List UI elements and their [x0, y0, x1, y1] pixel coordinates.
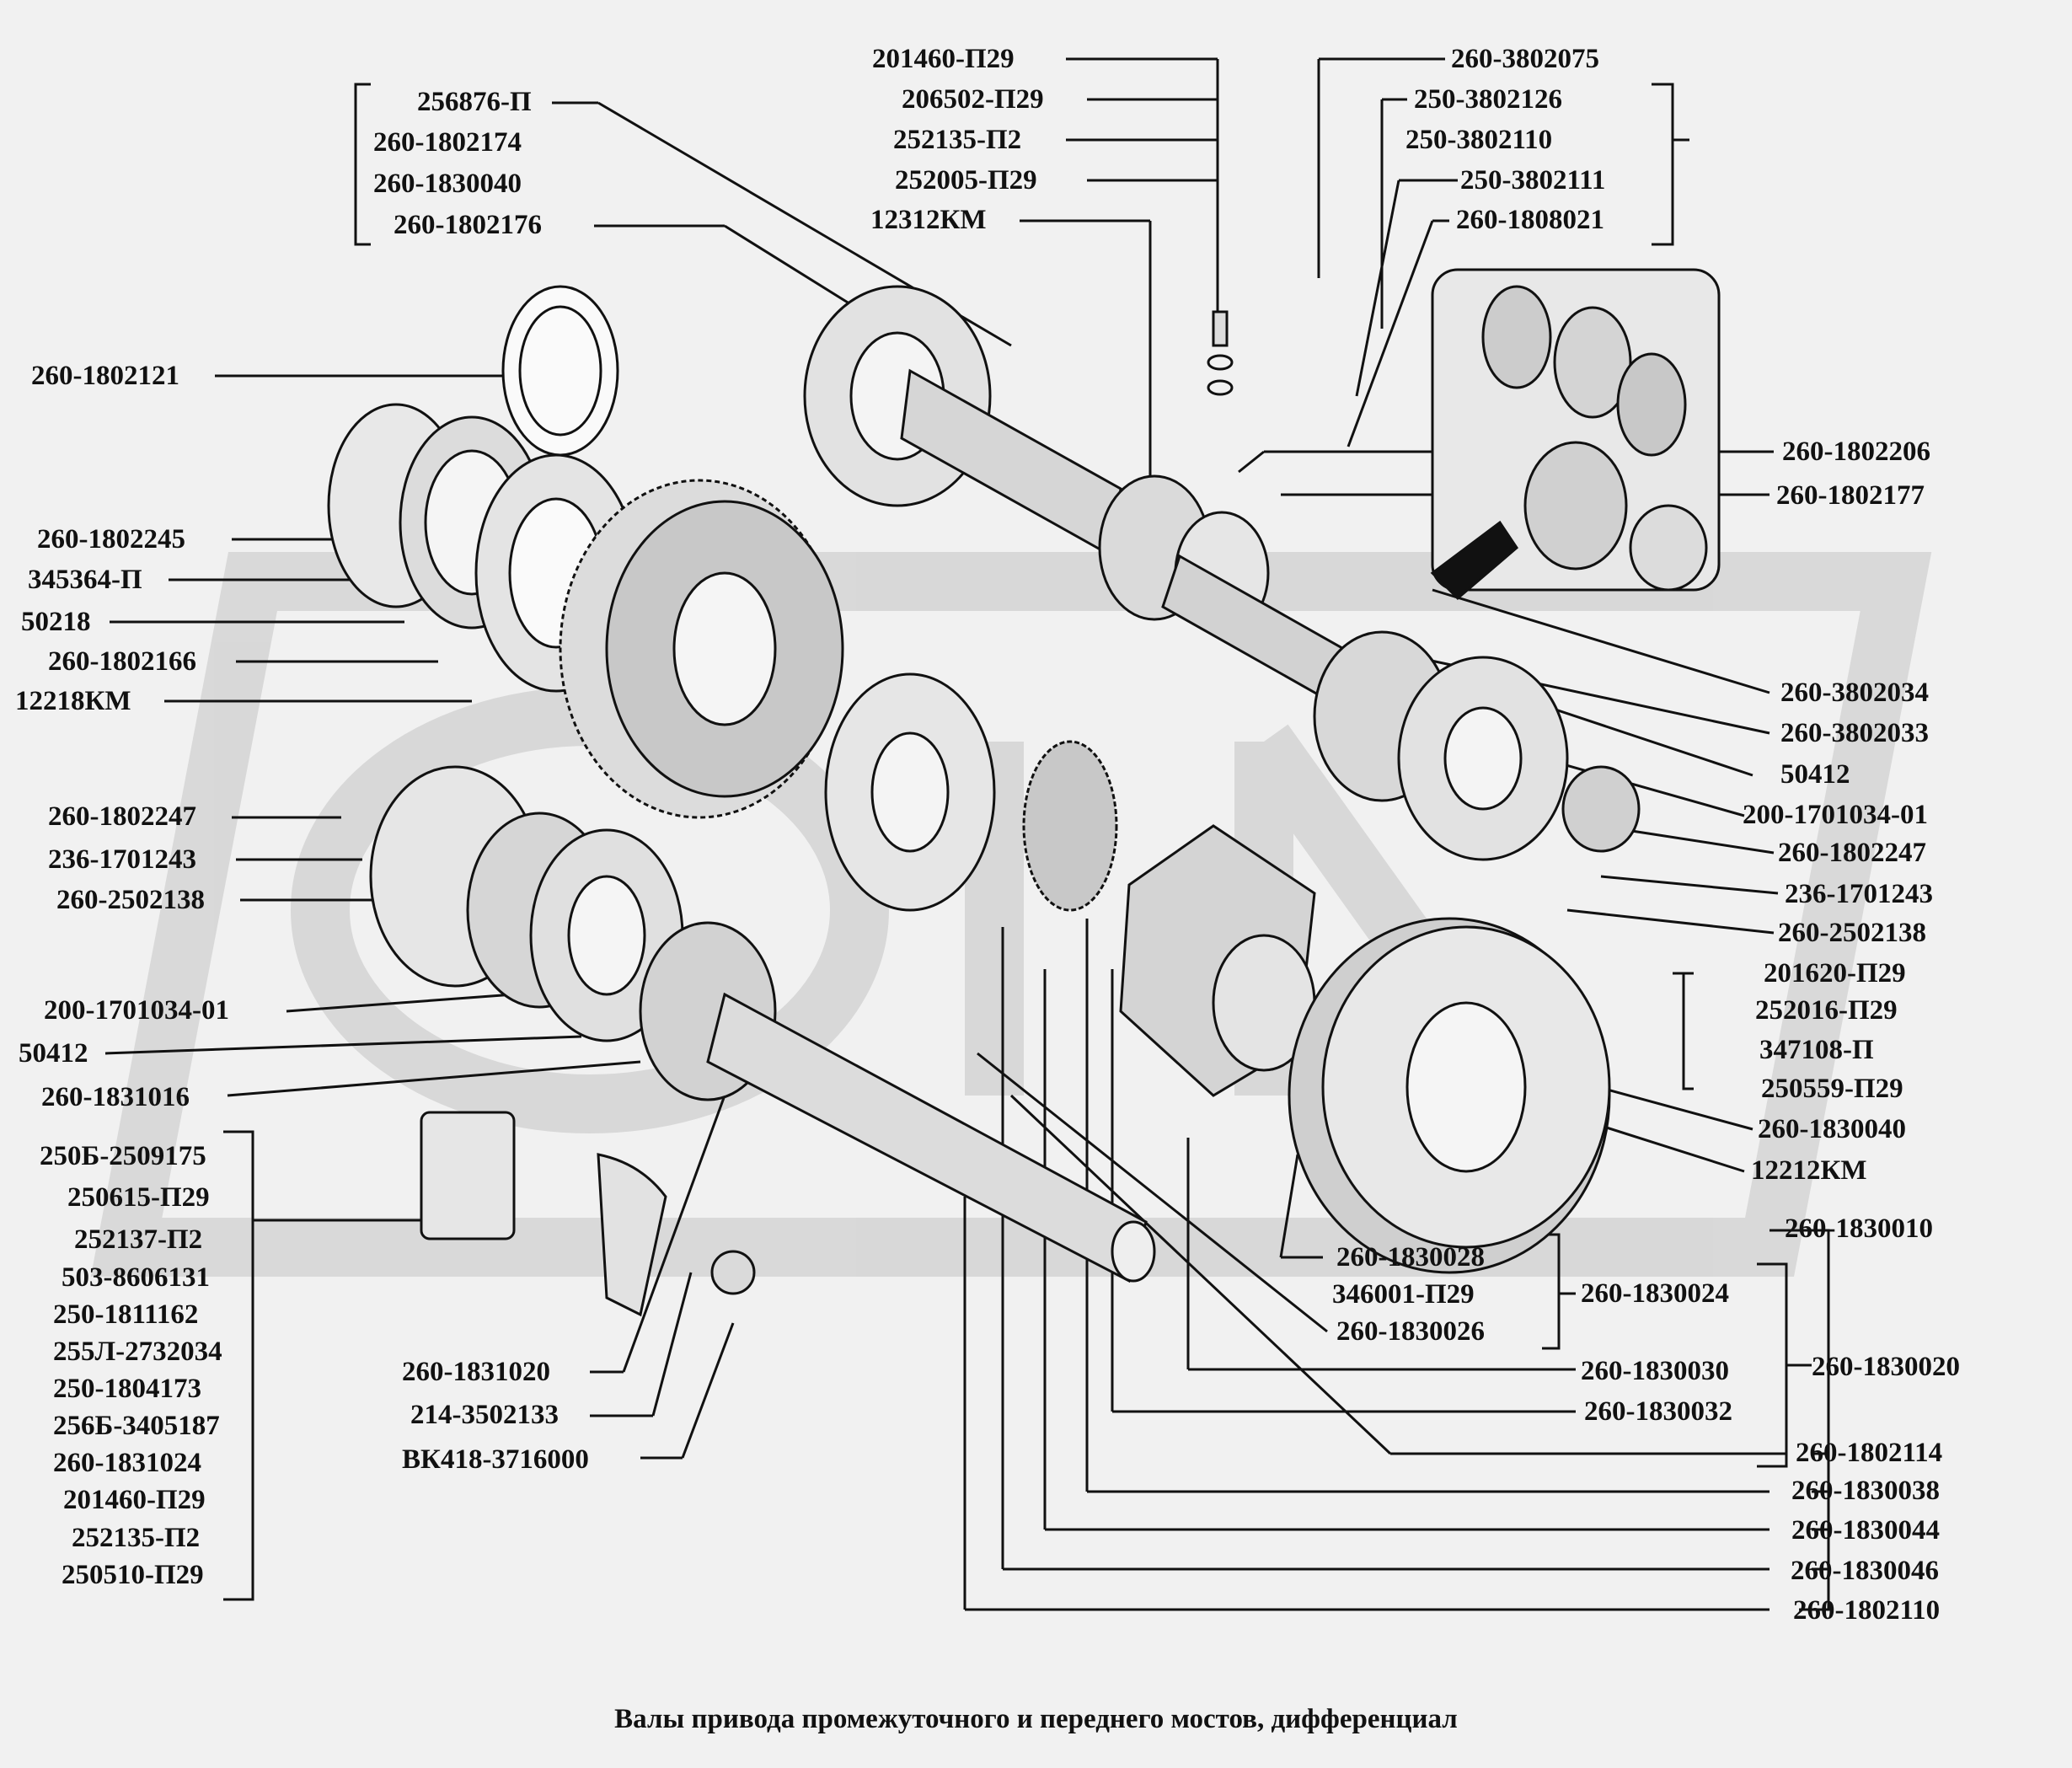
label-1830040-top: 260-1830040: [373, 169, 522, 199]
label-200-right: 200-1701034-01: [1743, 800, 1928, 830]
cover-plate: [420, 1111, 516, 1240]
label-1802177: 260-1802177: [1776, 480, 1925, 511]
list-item: 250-1811162: [53, 1299, 199, 1330]
shift-fork: [597, 1153, 667, 1317]
label-1830040-right: 260-1830040: [1758, 1114, 1906, 1144]
label-12312km: 12312КМ: [870, 205, 987, 235]
label-250559: 250559-П29: [1761, 1074, 1903, 1104]
label-1802206: 260-1802206: [1782, 437, 1930, 467]
label-50412-right: 50412: [1780, 759, 1850, 790]
list-item: 250510-П29: [62, 1560, 204, 1590]
label-50218: 50218: [21, 607, 91, 637]
label-3802033: 260-3802033: [1780, 718, 1929, 748]
label-1831016: 260-1831016: [41, 1082, 190, 1112]
label-3802111: 250-3802111: [1460, 165, 1606, 196]
label-3802110: 250-3802110: [1405, 125, 1553, 155]
label-1808021: 260-1808021: [1456, 205, 1604, 235]
label-1802247-right: 260-1802247: [1778, 838, 1926, 868]
label-1802166: 260-1802166: [48, 646, 196, 677]
list-item: 250615-П29: [67, 1182, 210, 1213]
list-item: 252137-П2: [74, 1224, 203, 1255]
label-1802114: 260-1802114: [1796, 1438, 1943, 1468]
diagram-caption: Валы привода промежуточного и переднего …: [614, 1704, 1458, 1734]
label-1802121: 260-1802121: [31, 361, 179, 391]
label-236-right: 236-1701243: [1785, 879, 1933, 909]
label-3802034: 260-3802034: [1780, 678, 1929, 708]
switch: [710, 1250, 756, 1295]
label-1802174: 260-1802174: [373, 127, 522, 158]
parts-drawing: [327, 268, 1721, 1317]
label-236-left: 236-1701243: [48, 844, 196, 875]
label-214: 214-3502133: [410, 1400, 559, 1430]
list-item: 260-1831024: [53, 1448, 201, 1478]
list-item: 250Б-2509175: [40, 1141, 206, 1171]
label-200-left: 200-1701034-01: [44, 995, 229, 1026]
label-2502138-left: 260-2502138: [56, 885, 205, 915]
label-1802110: 260-1802110: [1793, 1595, 1941, 1626]
list-item: 201460-П29: [63, 1485, 206, 1515]
label-206502: 206502-П29: [902, 84, 1044, 115]
label-252135-top: 252135-П2: [893, 125, 1022, 155]
list-item: 252135-П2: [72, 1523, 201, 1553]
arrow-icon: [1430, 520, 1518, 601]
label-1802247-left: 260-1802247: [48, 801, 196, 832]
label-252016: 252016-П29: [1755, 995, 1898, 1026]
gearbox-inset: [1431, 268, 1721, 592]
label-252005: 252005-П29: [895, 165, 1037, 196]
list-item: 255Л-2732034: [53, 1337, 222, 1367]
label-256876: 256876-П: [417, 87, 532, 117]
label-3802075: 260-3802075: [1451, 44, 1599, 74]
label-1830046: 260-1830046: [1791, 1556, 1939, 1586]
list-item: 256Б-3405187: [53, 1411, 220, 1441]
label-vk418: ВК418-3716000: [402, 1444, 589, 1475]
label-347108: 347108-П: [1759, 1035, 1874, 1065]
list-item: 503-8606131: [62, 1262, 210, 1293]
label-201620: 201620-П29: [1764, 958, 1906, 988]
label-1830030: 260-1830030: [1581, 1356, 1729, 1386]
label-1830044: 260-1830044: [1791, 1515, 1940, 1546]
label-1830010: 260-1830010: [1785, 1213, 1933, 1244]
list-item: 250-1804173: [53, 1374, 201, 1404]
label-12212km: 12212КМ: [1751, 1155, 1867, 1186]
label-50412-left: 50412: [19, 1038, 88, 1069]
label-1830020: 260-1830020: [1812, 1352, 1960, 1382]
label-3802126: 250-3802126: [1414, 84, 1562, 115]
label-201460-top: 201460-П29: [872, 44, 1015, 74]
label-1802176: 260-1802176: [394, 210, 542, 240]
label-345364: 345364-П: [28, 565, 142, 595]
label-1830024: 260-1830024: [1581, 1278, 1729, 1309]
label-2502138-right: 260-2502138: [1778, 918, 1926, 948]
label-1830032: 260-1830032: [1584, 1396, 1732, 1427]
label-1802245: 260-1802245: [37, 524, 185, 555]
label-1830028: 260-1830028: [1336, 1242, 1485, 1272]
label-1830026: 260-1830026: [1336, 1316, 1485, 1347]
label-1830038: 260-1830038: [1791, 1476, 1940, 1506]
label-1831020: 260-1831020: [402, 1357, 550, 1387]
label-346001: 346001-П29: [1332, 1279, 1475, 1310]
label-12218km: 12218КМ: [15, 686, 131, 716]
